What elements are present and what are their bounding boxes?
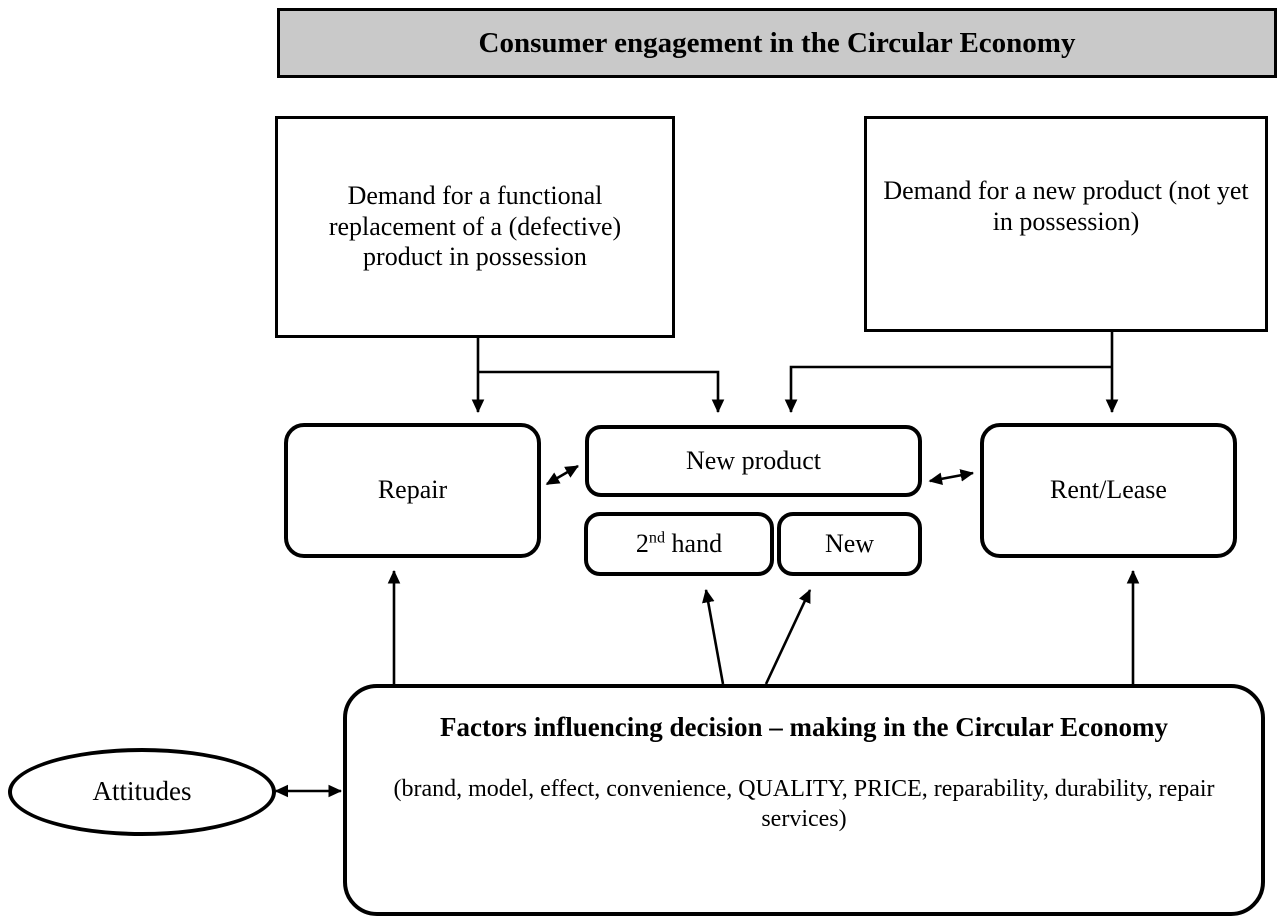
option-rent-lease-label: Rent/Lease	[1050, 475, 1167, 505]
option-new-product-label: New product	[685, 445, 821, 475]
diagram-title-text: Consumer engagement in the Circular Econ…	[478, 26, 1076, 59]
connector-factors-to-new	[764, 589, 812, 685]
option-second-hand-ordinal-suffix: nd	[648, 529, 666, 546]
option-rent-lease-box: Rent/Lease	[980, 423, 1237, 558]
attitudes-ellipse: Attitudes	[8, 748, 276, 836]
demand-new-product-label: Demand for a new product (not yet in pos…	[883, 176, 1249, 236]
attitudes-label: Attitudes	[92, 776, 192, 807]
demand-functional-replacement-box: Demand for a functional replacement of a…	[275, 116, 675, 338]
factors-influencing-decision-box: Factors influencing decision – making in…	[343, 684, 1265, 916]
connector-newdemand-to-new-product	[784, 365, 1112, 413]
factors-heading: Factors influencing decision – making in…	[439, 712, 1169, 742]
connector-functional-to-new-product	[478, 370, 725, 413]
option-new-product-box: New product	[585, 425, 922, 497]
connector-repair-newproduct-bidirectional	[545, 464, 579, 486]
option-second-hand-number: 2	[635, 528, 649, 558]
connector-newproduct-rentlease-bidirectional	[928, 469, 974, 485]
connector-factors-to-second-hand	[702, 589, 725, 685]
demand-functional-replacement-label: Demand for a functional replacement of a…	[328, 180, 622, 272]
option-new-label: New	[824, 528, 875, 558]
demand-new-product-box: Demand for a new product (not yet in pos…	[864, 116, 1268, 332]
option-new-box: New	[777, 512, 922, 576]
option-second-hand-word: hand	[665, 528, 723, 558]
option-repair-label: Repair	[377, 475, 448, 505]
factors-detail-list: (brand, model, effect, convenience, QUAL…	[393, 776, 1215, 833]
option-repair-box: Repair	[284, 423, 541, 558]
option-second-hand-box: 2nd hand	[584, 512, 774, 576]
diagram-title-banner: Consumer engagement in the Circular Econ…	[277, 8, 1277, 78]
option-second-hand-label: 2nd hand	[636, 529, 722, 560]
